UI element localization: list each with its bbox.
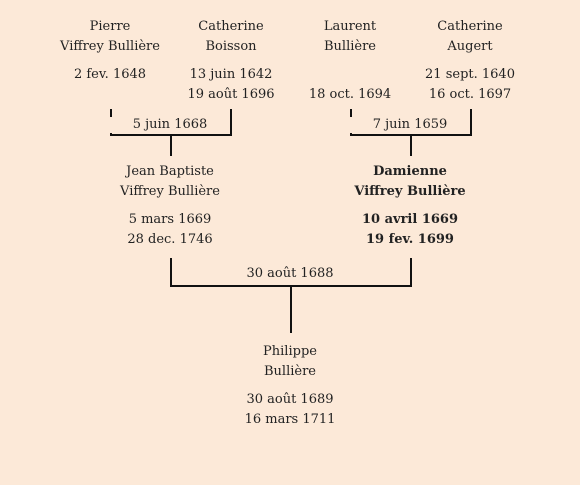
death-date: 28 dec. 1746 bbox=[127, 232, 213, 247]
person-name: Catherine bbox=[437, 19, 503, 34]
birth-date: 2 fev. 1648 bbox=[73, 67, 147, 82]
person-surname: Boisson bbox=[205, 39, 257, 54]
person-surname: Bullière bbox=[264, 364, 316, 379]
person-surname: Viffrey Bullière bbox=[120, 184, 220, 199]
person-philippe: Philippe Bullière 30 août 1689 16 mars 1… bbox=[215, 342, 365, 430]
birth-date: 21 sept. 1640 bbox=[425, 67, 515, 82]
person-surname: Bullière bbox=[324, 39, 376, 54]
connector-line bbox=[170, 258, 172, 287]
death-date: 19 fev. 1699 bbox=[366, 232, 454, 247]
person-surname: Viffrey Bullière bbox=[354, 184, 466, 199]
person-laurent: Laurent Bullière 18 oct. 1694 bbox=[275, 17, 425, 105]
person-catherine-augert: Catherine Augert 21 sept. 1640 16 oct. 1… bbox=[395, 17, 545, 105]
marriage-date: 30 août 1688 bbox=[230, 266, 350, 282]
marriage-date: 7 juin 1659 bbox=[350, 117, 470, 133]
person-pierre: Pierre Viffrey Bullière 2 fev. 1648 bbox=[35, 17, 185, 85]
connector-line bbox=[170, 134, 172, 156]
birth-date: 10 avril 1669 bbox=[361, 212, 459, 227]
death-date: 18 oct. 1694 bbox=[308, 87, 392, 102]
person-damienne: Damienne Viffrey Bullière 10 avril 1669 … bbox=[335, 162, 485, 250]
death-date: 19 août 1696 bbox=[187, 87, 275, 102]
person-name: Pierre bbox=[89, 19, 131, 34]
death-date: 16 mars 1711 bbox=[244, 412, 336, 427]
person-name: Laurent bbox=[323, 19, 377, 34]
connector-line bbox=[290, 285, 292, 333]
connector-line bbox=[410, 134, 412, 156]
person-name: Damienne bbox=[373, 164, 447, 179]
person-surname: Augert bbox=[447, 39, 493, 54]
connector-line bbox=[230, 109, 232, 136]
connector-line bbox=[410, 258, 412, 287]
birth-date: 13 juin 1642 bbox=[189, 67, 273, 82]
birth-date: 30 août 1689 bbox=[246, 392, 334, 407]
marriage-date: 5 juin 1668 bbox=[110, 117, 230, 133]
connector-line bbox=[470, 109, 472, 136]
person-catherine-boisson: Catherine Boisson 13 juin 1642 19 août 1… bbox=[156, 17, 306, 105]
birth-date: 5 mars 1669 bbox=[128, 212, 212, 227]
death-date: 16 oct. 1697 bbox=[428, 87, 512, 102]
person-name: Catherine bbox=[198, 19, 264, 34]
person-jean-baptiste: Jean Baptiste Viffrey Bullière 5 mars 16… bbox=[95, 162, 245, 250]
person-surname: Viffrey Bullière bbox=[60, 39, 160, 54]
person-name: Jean Baptiste bbox=[126, 164, 214, 179]
person-name: Philippe bbox=[263, 344, 317, 359]
